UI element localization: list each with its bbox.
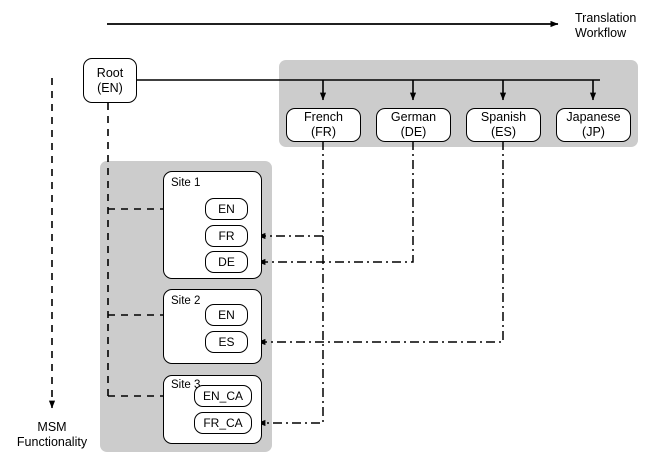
msm-functionality-label-line1: MSM <box>37 420 67 434</box>
language-node-spanish-code: (ES) <box>491 125 516 139</box>
site-2-locale-en[interactable]: EN <box>205 304 248 326</box>
spanish-rollout-line <box>257 141 504 346</box>
language-node-french[interactable]: French (FR) <box>286 108 361 142</box>
language-node-german-code: (DE) <box>400 125 427 139</box>
site-3-locale-fr-ca[interactable]: FR_CA <box>194 412 252 434</box>
site-title-1: Site 1 <box>171 177 201 189</box>
root-node-line2: (EN) <box>97 80 123 95</box>
site-title-3: Site 3 <box>171 379 201 391</box>
root-node[interactable]: Root (EN) <box>83 58 137 103</box>
site-2-locale-es[interactable]: ES <box>205 331 248 353</box>
site-1-locale-fr[interactable]: FR <box>205 225 248 247</box>
msm-functionality-label-line2: Functionality <box>16 435 88 449</box>
translation-workflow-label-line2: Workflow <box>575 26 627 40</box>
language-node-japanese-code: (JP) <box>582 125 605 139</box>
translation-workflow-label: Translation Workflow <box>575 11 636 41</box>
french-rollout-lines <box>257 141 324 427</box>
msm-functionality-label: MSM Functionality <box>0 420 104 450</box>
site-1-locale-de[interactable]: DE <box>205 251 248 273</box>
site-title-2: Site 2 <box>171 295 201 307</box>
language-node-japanese-name: Japanese <box>566 110 621 125</box>
language-node-german[interactable]: German (DE) <box>376 108 451 142</box>
language-node-spanish[interactable]: Spanish (ES) <box>466 108 541 142</box>
language-node-spanish-name: Spanish <box>480 110 527 125</box>
language-node-german-name: German <box>390 110 437 125</box>
language-node-japanese[interactable]: Japanese (JP) <box>556 108 631 142</box>
root-to-languages-bus <box>137 79 600 101</box>
root-node-line1: Root <box>96 65 124 80</box>
language-node-french-name: French <box>304 110 343 125</box>
site-1-locale-en[interactable]: EN <box>205 198 248 220</box>
language-node-french-code: (FR) <box>311 125 336 139</box>
translation-workflow-label-line1: Translation <box>575 11 637 25</box>
site-3-locale-en-ca[interactable]: EN_CA <box>194 385 252 407</box>
german-rollout-line <box>257 141 414 266</box>
